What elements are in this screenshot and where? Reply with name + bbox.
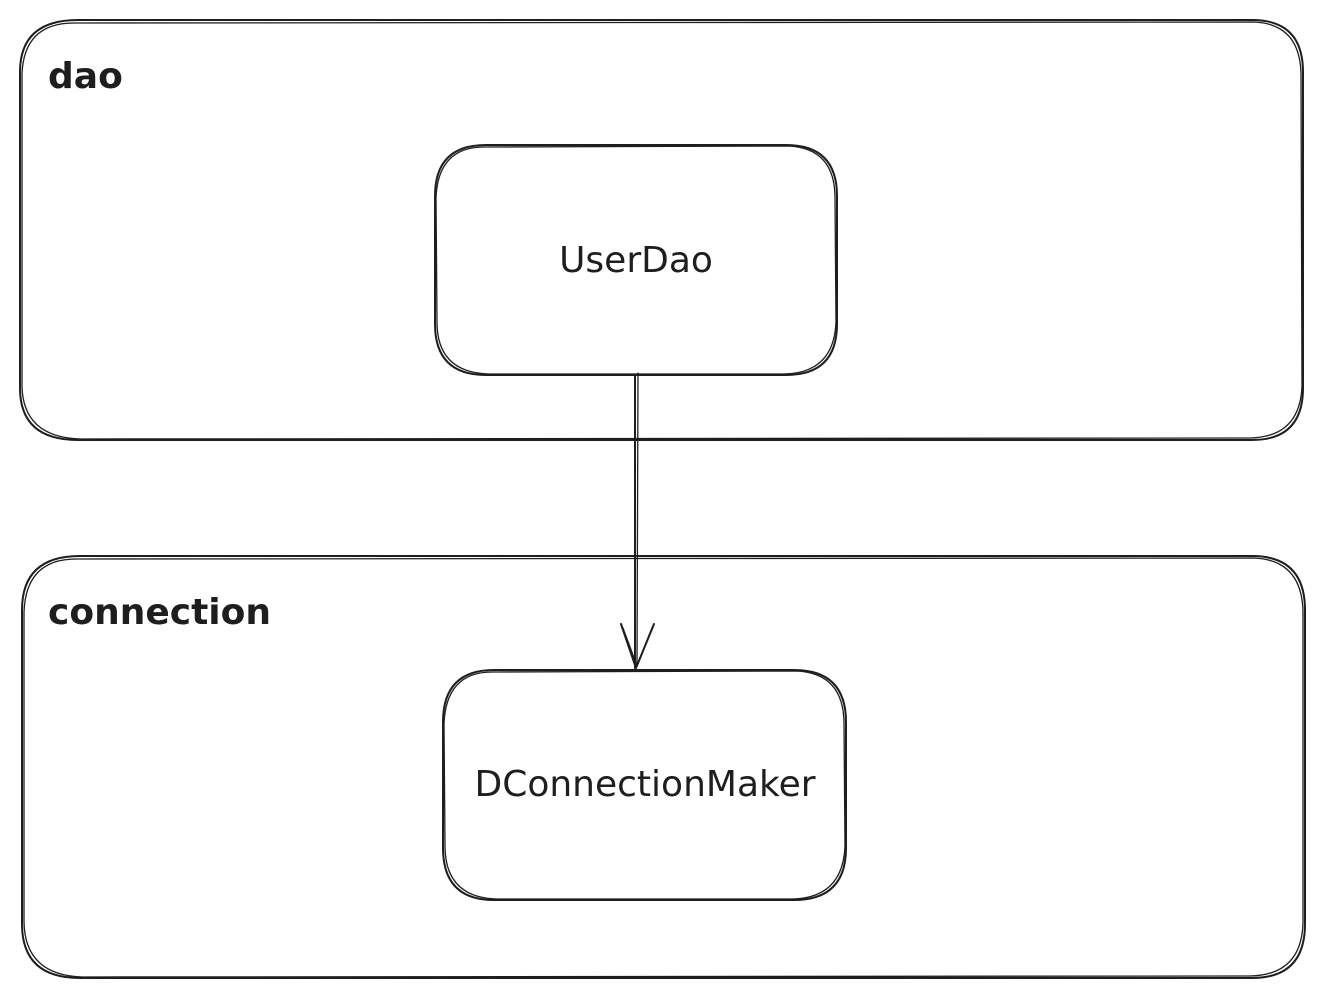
class-dconnectionmaker[interactable]: DConnectionMaker (442, 669, 847, 901)
class-userdao-label: UserDao (559, 240, 713, 281)
dependency-arrow[interactable] (620, 372, 655, 669)
package-dao-label: dao (48, 56, 123, 97)
package-dao[interactable]: dao (19, 19, 1304, 441)
package-connection-label: connection (48, 592, 271, 633)
class-userdao[interactable]: UserDao (434, 144, 838, 376)
package-connection[interactable]: connection (21, 555, 1306, 979)
class-dconnectionmaker-label: DConnectionMaker (474, 764, 815, 805)
